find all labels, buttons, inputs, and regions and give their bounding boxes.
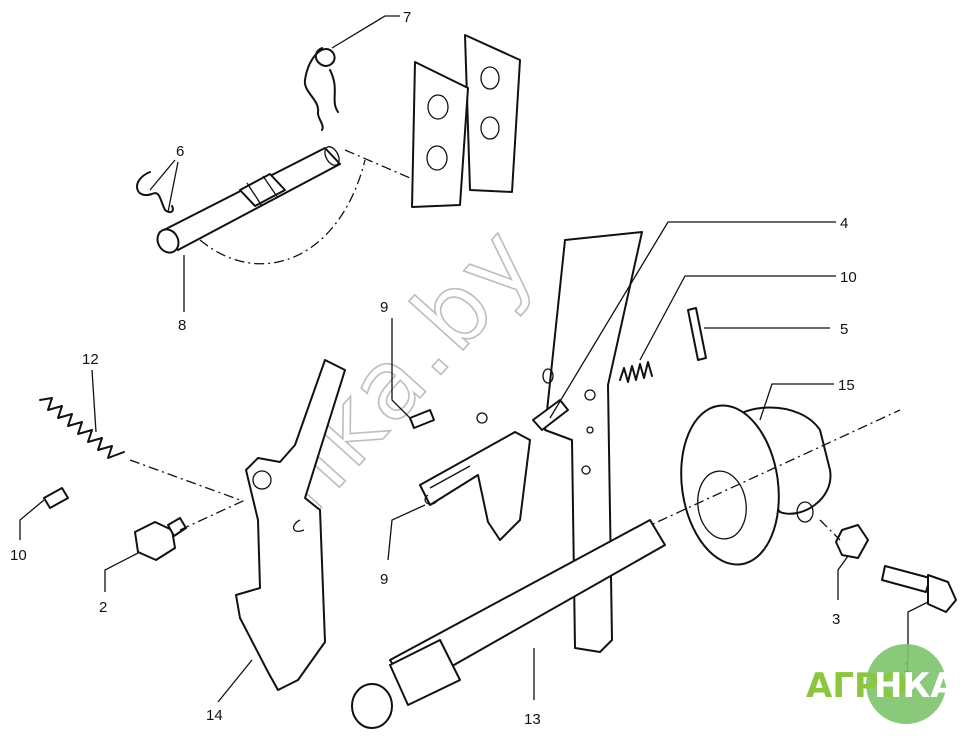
svg-text:12: 12 — [82, 351, 99, 368]
callout-13: 13 — [524, 648, 541, 728]
callout-15: 15 — [759, 377, 855, 421]
callout-9-label: 9 — [380, 571, 388, 588]
pin-10-lower — [43, 487, 69, 509]
svg-text:13: 13 — [524, 711, 541, 728]
dash-pin-loop — [199, 159, 366, 265]
callout-7: 7 — [331, 9, 411, 49]
svg-text:15: 15 — [838, 377, 855, 394]
pin-10-upper — [409, 409, 435, 429]
callout-9: 9 9 — [387, 504, 426, 561]
callout-11: 10 — [639, 269, 857, 361]
callout-10a: 9 — [380, 299, 411, 419]
clip-6 — [136, 171, 174, 214]
callout-4: 4 — [549, 215, 848, 419]
logo-right-text: НКА — [874, 666, 957, 706]
bolt-2 — [134, 517, 187, 561]
callout-6: 6 — [149, 143, 184, 213]
bracket-9 — [419, 431, 531, 541]
svg-text:2: 2 — [99, 599, 107, 616]
bushing-4 — [532, 399, 569, 431]
svg-text:4: 4 — [840, 215, 848, 232]
dash-bolt-to-lever — [179, 499, 246, 531]
spring-12 — [39, 397, 125, 459]
dash-hub-to-nut — [819, 519, 841, 541]
nut-3 — [835, 524, 869, 559]
hub-15 — [680, 404, 832, 566]
logo-left-text: АГРО — [806, 666, 908, 706]
dash-pin-to-plate — [344, 149, 411, 179]
shaft-13 — [351, 519, 666, 729]
svg-text:14: 14 — [206, 707, 223, 724]
svg-text:7: 7 — [403, 9, 411, 26]
svg-text:9: 9 — [380, 299, 388, 316]
pin-8 — [156, 146, 341, 254]
svg-text:6: 6 — [176, 143, 184, 160]
callout-3: 3 — [832, 555, 849, 628]
pin-5 — [687, 307, 707, 361]
washer — [542, 368, 554, 384]
spring-pin-7 — [303, 47, 339, 131]
mounting-plates — [411, 34, 521, 208]
dash-spring-to-lever — [129, 459, 241, 501]
callout-14: 14 — [206, 659, 253, 724]
dash-shaft-axis — [639, 409, 901, 531]
lever-14 — [235, 359, 346, 691]
ball — [476, 412, 488, 424]
svg-text:10: 10 — [840, 269, 857, 286]
logo-circle — [866, 644, 946, 724]
callout-10b: 10 — [10, 499, 45, 564]
svg-text:8: 8 — [178, 317, 186, 334]
callout-12: 12 — [82, 351, 99, 433]
callout-8: 8 — [178, 255, 186, 334]
svg-text:3: 3 — [832, 611, 840, 628]
bolt-1 — [881, 565, 957, 613]
svg-text:10: 10 — [10, 547, 27, 564]
spring-11 — [619, 361, 653, 383]
callout-2: 2 — [99, 551, 141, 616]
svg-text:5: 5 — [840, 321, 848, 338]
agronka-logo: АГРО НКА — [806, 644, 957, 724]
callout-5: 5 — [704, 321, 848, 338]
